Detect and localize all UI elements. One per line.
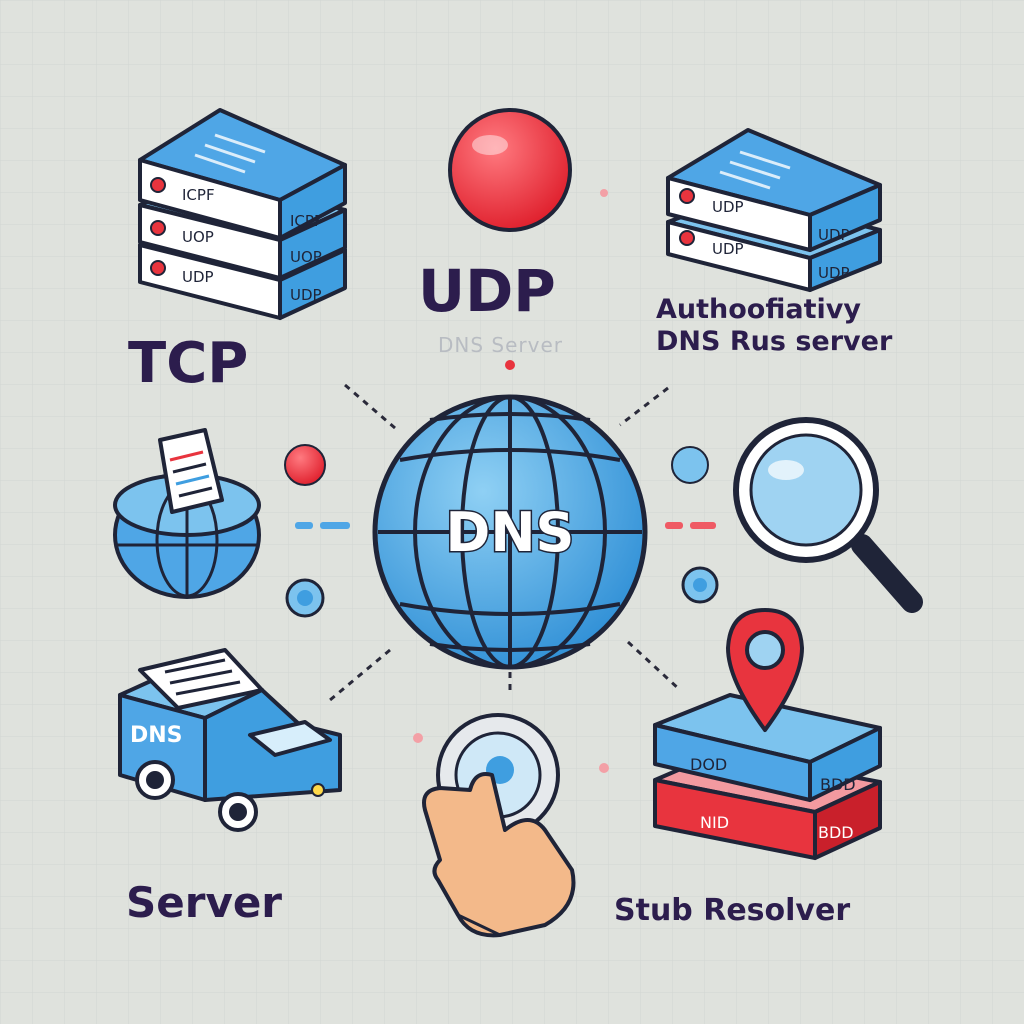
server-stack-left-tags: ICPF UOP UDP ICPF UOP UDP	[182, 186, 323, 304]
truck-icon: DNS	[118, 648, 342, 832]
record-tag: DOD	[690, 755, 727, 774]
server-tag: ICPF	[182, 186, 215, 204]
dns-server-faint-label: DNS Server	[438, 333, 563, 357]
server-tag: ICPF	[290, 212, 323, 230]
red-dot-icon	[284, 444, 326, 486]
blue-dot-icon	[671, 446, 709, 484]
magnifying-glass-icon	[733, 417, 923, 613]
server-stack-right-icon	[666, 128, 882, 292]
authoritative-label-line1: Authoofiativy	[656, 294, 861, 325]
server-tag: UDP	[182, 268, 214, 286]
record-tag: BDD	[818, 823, 854, 842]
map-pin-server-icon	[653, 608, 882, 860]
red-dot-icon	[600, 189, 608, 197]
red-dot-icon	[505, 360, 515, 370]
blue-dash	[320, 522, 350, 529]
record-tag: BDD	[820, 775, 856, 794]
red-dot-icon	[413, 733, 423, 743]
server-tag: UDP	[818, 264, 850, 282]
red-dash	[665, 522, 683, 529]
server-tag: UOP	[182, 228, 214, 246]
blue-dot-center	[297, 590, 313, 606]
connector-line	[619, 386, 669, 427]
stub-resolver-label: Stub Resolver	[614, 893, 851, 928]
connector-line	[329, 648, 391, 702]
record-stack-tags: DOD NID BDD BDD	[690, 755, 856, 842]
red-ball-icon	[448, 108, 572, 232]
red-dot-icon	[599, 763, 609, 773]
server-tag: UDP	[818, 226, 850, 244]
server-tag: UDP	[290, 286, 322, 304]
record-tag: NID	[700, 813, 729, 832]
server-tag: UDP	[712, 240, 744, 258]
blue-dash	[295, 522, 313, 529]
hand-pointer-icon	[422, 713, 576, 938]
globe-document-icon	[113, 428, 261, 599]
authoritative-dns-server-label: Authoofiativy DNS Rus server	[656, 294, 892, 358]
authoritative-label-line2: DNS Rus server	[656, 325, 893, 357]
blue-dot-center	[693, 578, 707, 592]
server-stack-right-tags: UDP UDP UDP UDP	[712, 198, 850, 282]
dns-globe-icon: DNS	[372, 394, 648, 670]
server-stack-left-icon	[138, 108, 347, 320]
globe-label: DNS	[446, 501, 575, 564]
tcp-label: TCP	[128, 331, 249, 396]
red-dash	[690, 522, 716, 529]
udp-label: UDP	[418, 257, 556, 325]
connector-lines	[329, 383, 682, 702]
truck-label: DNS	[130, 723, 183, 748]
server-label: Server	[126, 878, 283, 927]
server-tag: UOP	[290, 248, 322, 266]
server-tag: UDP	[712, 198, 744, 216]
decorative-dots	[284, 189, 719, 773]
